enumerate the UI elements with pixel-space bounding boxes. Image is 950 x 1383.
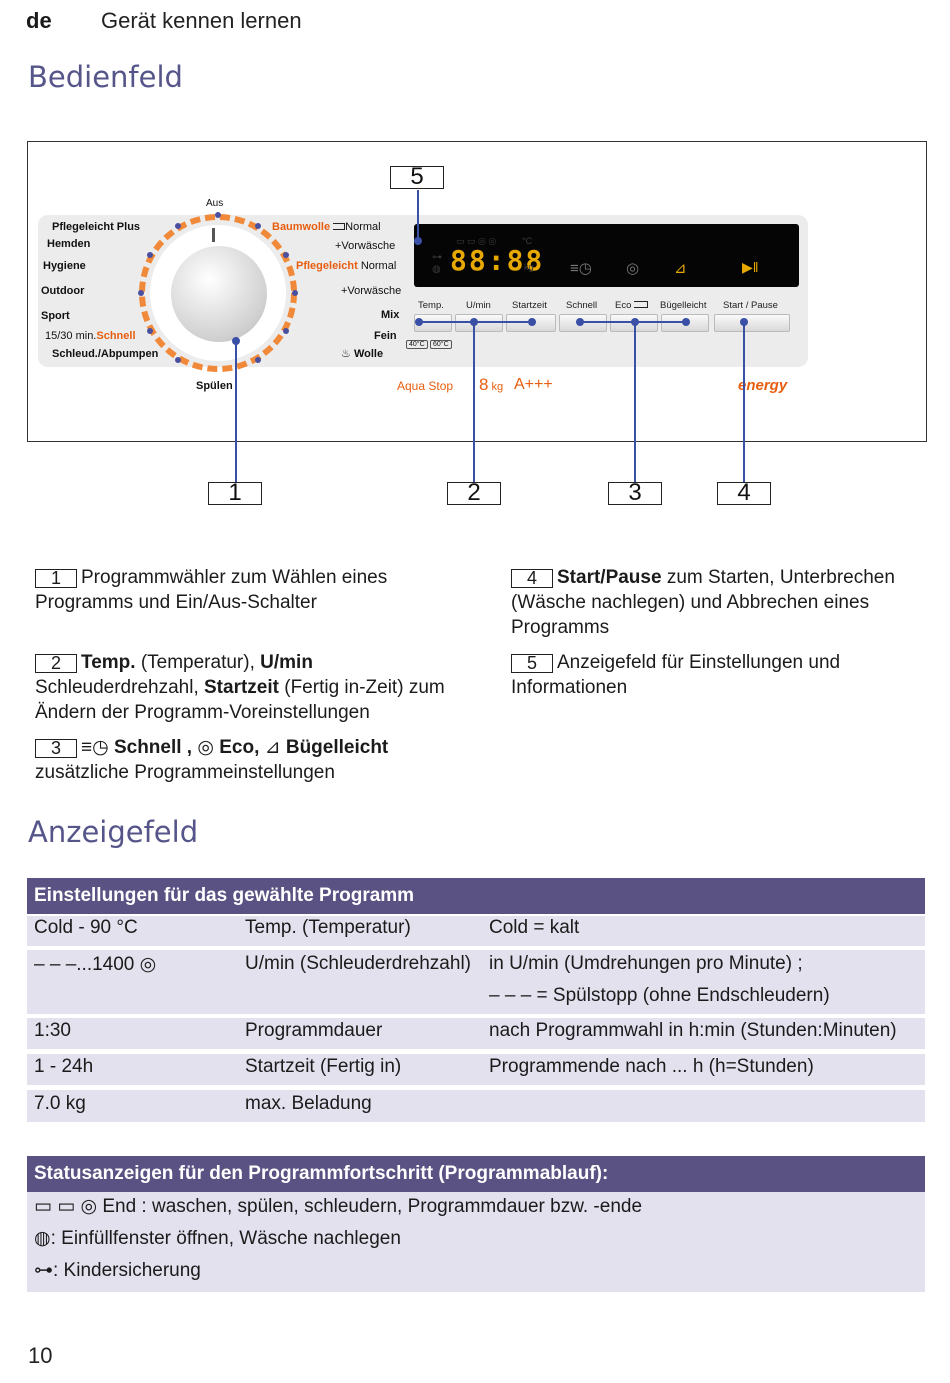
page-number: 10 xyxy=(28,1343,53,1368)
knob-marker xyxy=(212,228,215,242)
language-code: de xyxy=(26,8,52,33)
pointer-dot-3c xyxy=(682,318,690,326)
child-lock-icon: ⊶ xyxy=(432,252,442,263)
callout-5: 5 xyxy=(390,165,444,189)
list-item: ▭ ▭ ◎ End : waschen, spülen, schleudern,… xyxy=(34,1196,643,1217)
table-row: 7.0 kg max. Beladung xyxy=(27,1090,925,1122)
program-selector-knob[interactable] xyxy=(171,246,267,342)
dial-label-mix: Mix xyxy=(381,309,400,321)
quick-clock-icon-dim: ≡◷ xyxy=(570,260,592,277)
energy-logo: energy xyxy=(738,377,788,394)
wool-icon: ♨ xyxy=(341,348,351,360)
spin-icon: ◎ xyxy=(139,954,157,975)
status-table-body: ▭ ▭ ◎ End : waschen, spülen, schleudern,… xyxy=(27,1192,925,1292)
callout-2: 2 xyxy=(447,481,501,505)
list-item: ⊶: Kindersicherung xyxy=(34,1260,201,1281)
pointer-dot-3a xyxy=(576,318,584,326)
iron-icon: ⊿ xyxy=(264,737,281,758)
pointer-dot-2c xyxy=(528,318,536,326)
table-row: – – –...1400 ◎ U/min (Schleuderdrehzahl)… xyxy=(27,950,925,1014)
status-table-header: Statusanzeigen für den Programmfortschri… xyxy=(27,1156,925,1192)
button-label-startzeit: Startzeit xyxy=(512,300,547,311)
dial-label-hemden: Hemden xyxy=(47,238,91,250)
umin-button[interactable] xyxy=(455,314,503,332)
button-label-eco: Eco xyxy=(615,300,649,311)
dial-label-hygiene: Hygiene xyxy=(43,260,86,272)
number-box-2: 2 xyxy=(35,654,77,673)
temp-badge-60: 60°C xyxy=(430,340,452,349)
button-label-temp: Temp. xyxy=(418,300,444,311)
dial-label-vorwaesche-2: +Vorwäsche xyxy=(341,285,402,297)
dial-label-spuelen: Spülen xyxy=(196,380,233,392)
temp-button[interactable] xyxy=(414,314,452,332)
pointer-line-4 xyxy=(743,322,745,482)
callout-3: 3 xyxy=(608,481,662,505)
number-box-4: 4 xyxy=(511,569,553,588)
callout-4: 4 xyxy=(717,481,771,505)
pointer-line-3 xyxy=(634,322,636,482)
pointer-dot-1 xyxy=(232,337,240,345)
section-title-control-panel: Bedienfeld xyxy=(28,60,183,94)
number-box-3: 3 xyxy=(35,739,77,758)
capacity-label: 8 kg xyxy=(479,375,504,394)
status-icons-dim: ▭ ▭ ◎ ◎ xyxy=(456,236,497,246)
dial-label-outdoor: Outdoor xyxy=(41,285,85,297)
display-digits: 88:88 xyxy=(450,244,545,277)
dial-label-pflegeleicht: Pflegeleicht Normal xyxy=(296,260,397,272)
pointer-line-2 xyxy=(473,322,475,482)
display-kg: kg xyxy=(524,262,534,272)
settings-table-header: Einstellungen für das gewählte Programm xyxy=(27,878,925,914)
callout-1: 1 xyxy=(208,481,262,505)
dial-label-pflegeleicht-plus: Pflegeleicht Plus xyxy=(52,221,141,233)
eco-icon-dim: ◎ xyxy=(626,260,640,277)
number-box-1: 1 xyxy=(35,569,77,588)
pointer-line-1 xyxy=(235,342,237,482)
number-box-5: 5 xyxy=(511,654,553,673)
pointer-dot-5 xyxy=(414,237,422,245)
start-pause-button[interactable] xyxy=(714,314,790,332)
display-panel xyxy=(414,224,799,287)
dial-label-aus: Aus xyxy=(206,198,224,209)
dial-label-spin-pump: Schleud./Abpumpen xyxy=(52,348,159,360)
button-label-start-pause: Start / Pause xyxy=(723,300,778,311)
aqua-stop-label: Aqua Stop xyxy=(397,379,454,393)
button-label-buegelleicht: Bügelleicht xyxy=(660,300,707,311)
list-item: ◍: Einfüllfenster öffnen, Wäsche nachleg… xyxy=(34,1228,401,1249)
section-title-display: Anzeigefeld xyxy=(28,815,199,849)
chapter-title: Gerät kennen lernen xyxy=(101,8,302,33)
play-pause-icon-lit: ▶‖ xyxy=(742,259,759,275)
pointer-line-5 xyxy=(417,190,419,240)
table-row: 1:30 Programmdauer nach Programmwahl in … xyxy=(27,1018,925,1049)
button-label-schnell: Schnell xyxy=(566,300,598,311)
dial-label-quick: 15/30 min.Schnell xyxy=(45,330,136,342)
table-row: 1 - 24h Startzeit (Fertig in) Programmen… xyxy=(27,1054,925,1085)
table-row: Cold - 90 °C Temp. (Temperatur) Cold = k… xyxy=(27,916,925,946)
temp-badge-40: 40°C xyxy=(406,340,428,349)
display-celsius: °C xyxy=(522,236,533,246)
child-lock-icon: ⊶ xyxy=(34,1260,53,1281)
iron-icon-lit: ⊿ xyxy=(674,260,687,277)
dial-label-fein: Fein xyxy=(374,330,397,342)
door-icon: ◍ xyxy=(432,264,441,275)
efficiency-label: A+++ xyxy=(514,376,553,393)
dial-label-wolle: ♨ Wolle xyxy=(341,348,384,360)
dial-label-baumwolle: Baumwolle Normal xyxy=(272,221,381,233)
quick-clock-icon: ≡◷ xyxy=(81,737,109,758)
door-icon: ◍ xyxy=(34,1228,51,1249)
dial-label-vorwaesche-1: +Vorwäsche xyxy=(335,240,396,252)
wash-rinse-spin-icons: ▭ ▭ ◎ xyxy=(34,1196,98,1217)
pointer-dot-2a xyxy=(415,318,423,326)
eco-icon: ◎ xyxy=(197,737,214,758)
button-label-umin: U/min xyxy=(466,300,491,311)
dial-label-sport: Sport xyxy=(41,310,70,322)
